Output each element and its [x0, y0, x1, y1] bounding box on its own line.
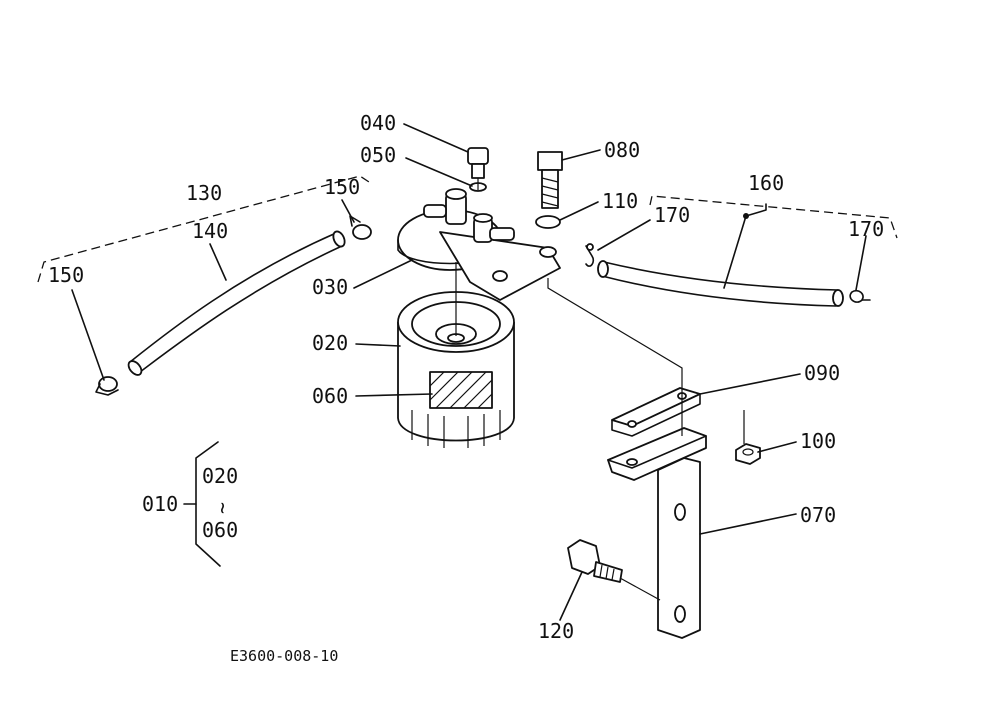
label-170-right: 170 — [848, 217, 884, 241]
label-080: 080 — [604, 138, 640, 162]
label-150-left: 150 — [48, 263, 84, 287]
leader-120 — [559, 571, 583, 621]
leader-150-left — [71, 289, 105, 381]
leader-060 — [355, 393, 433, 397]
label-010: 010 — [142, 492, 178, 516]
leader-070 — [699, 513, 797, 535]
leader-110 — [559, 201, 599, 221]
leader-020 — [355, 343, 401, 347]
drawing-code: E3600-008-10 — [230, 647, 338, 665]
leader-170-left — [597, 219, 651, 251]
kit-010-bracket — [195, 441, 221, 567]
filter-element-060 — [429, 371, 493, 409]
kit-range-tilde: ~ — [211, 502, 235, 514]
label-160: 160 — [748, 171, 784, 195]
leader-100 — [757, 441, 797, 453]
label-050: 050 — [360, 143, 396, 167]
bolt-120 — [567, 539, 623, 583]
label-060: 060 — [312, 384, 348, 408]
kit-range-start: 020 — [202, 464, 238, 488]
leader-090 — [699, 373, 801, 395]
label-170-left: 170 — [654, 203, 690, 227]
leader-150-right — [341, 199, 355, 223]
bracket-070 — [607, 427, 707, 639]
leader-050 — [405, 157, 473, 187]
label-100: 100 — [800, 429, 836, 453]
label-130: 130 — [186, 181, 222, 205]
label-030: 030 — [312, 275, 348, 299]
kit-range-end: 060 — [202, 518, 238, 542]
leader-040 — [403, 123, 469, 153]
label-140: 140 — [192, 219, 228, 243]
nut-100 — [735, 443, 761, 465]
leader-080 — [561, 149, 601, 161]
label-120: 120 — [538, 619, 574, 643]
bolt-080 — [537, 151, 563, 209]
washer-110 — [535, 215, 561, 229]
filter-head-030 — [397, 188, 561, 301]
leader-140 — [209, 243, 227, 281]
air-vent-bolt-040 — [467, 147, 489, 179]
leader-170-right — [855, 235, 867, 291]
hose-clip-170-right — [849, 289, 871, 303]
group-130-bracket — [37, 175, 373, 283]
leader-160 — [723, 203, 767, 289]
hose-clip-170-left — [585, 243, 595, 267]
label-090: 090 — [804, 361, 840, 385]
leader-030 — [353, 259, 413, 289]
label-110: 110 — [602, 189, 638, 213]
hose-clip-150-left — [95, 376, 119, 396]
label-020: 020 — [312, 331, 348, 355]
group-160-bracket — [649, 195, 898, 239]
hose-160 — [597, 260, 844, 307]
hose-140 — [127, 230, 346, 376]
assembly-line-head-to-bracket — [547, 278, 683, 396]
label-150-right: 150 — [324, 175, 360, 199]
label-040: 040 — [360, 111, 396, 135]
assembly-line-bolt-120 — [619, 577, 661, 601]
leader-160-dot — [743, 213, 749, 219]
label-070: 070 — [800, 503, 836, 527]
